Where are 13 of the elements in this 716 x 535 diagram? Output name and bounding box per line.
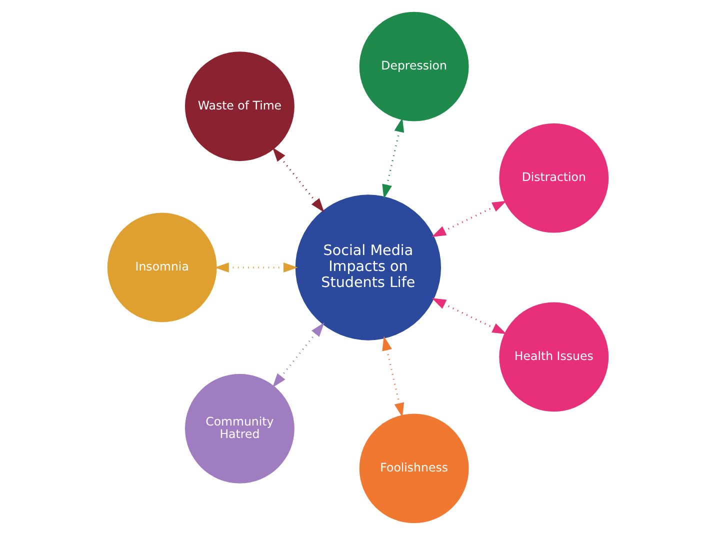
- node-circle: Health Issues: [499, 302, 609, 412]
- node-circle: Foolishness: [359, 414, 469, 524]
- arrow: [432, 200, 507, 237]
- node-circle: Insomnia: [107, 212, 217, 322]
- arrow: [272, 147, 324, 212]
- node-circle: Distraction: [499, 123, 609, 233]
- node-circle: Social Media Impacts on Students Life: [295, 194, 442, 340]
- arrow: [432, 298, 507, 334]
- arrow: [214, 262, 298, 273]
- node-circle: Depression: [359, 12, 469, 122]
- arrow: [382, 118, 404, 199]
- arrow: [272, 322, 324, 388]
- arrow: [382, 336, 404, 418]
